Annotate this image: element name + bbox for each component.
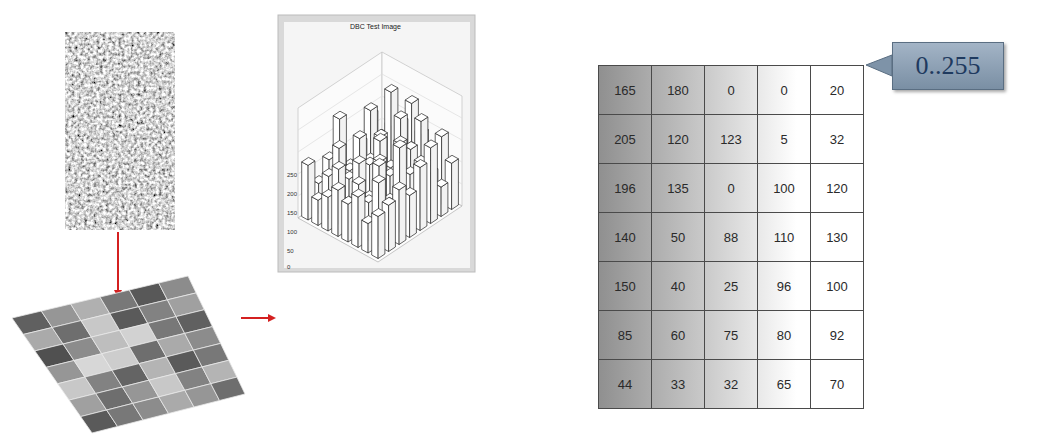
bar-top [352,177,365,185]
table-cell: 20 [810,65,864,115]
table-cell: 65 [757,359,811,409]
table-cell: 180 [651,65,705,115]
bar-face [362,220,368,253]
bar-top [414,160,427,168]
axis-tick: 50 [287,248,294,254]
axis-tick: 0 [287,264,290,270]
bar-face [452,159,459,210]
chart-plot [284,22,470,268]
bar-top [374,133,387,141]
table-cell: 32 [704,359,758,409]
bar-face [322,194,328,231]
bar-face [441,183,448,217]
table-cell: 44 [598,359,652,409]
callout-text: 0..255 [916,51,981,81]
table-cell: 50 [651,212,705,262]
bar-top [352,189,365,197]
table-cell: 130 [810,212,864,262]
bar-top [415,114,428,122]
bar-face [372,213,378,259]
bar-top [372,209,385,217]
axis-tick: 100 [287,229,297,235]
bar-face [431,143,438,223]
bar-top [353,156,366,164]
red-arrow [241,317,274,319]
grid-cell [211,377,245,400]
table-cell: 205 [598,114,652,164]
bar-top [302,157,315,165]
bar-face [420,163,427,231]
bar-face [399,185,406,244]
table-cell: 92 [810,310,864,360]
table-cell: 100 [810,261,864,311]
chart-title: DBC Test Image [350,23,401,30]
bar-top [333,141,346,149]
table-cell: 165 [598,65,652,115]
table-cell: 60 [651,310,705,360]
table-background [598,65,863,408]
table-cell: 33 [651,359,705,409]
bar-top [333,111,346,119]
texture-image [65,32,175,230]
bar-face [312,197,318,226]
bar-top [372,175,385,183]
table-cell: 150 [598,261,652,311]
bar-top [385,84,398,92]
bar-top [393,140,406,148]
callout-pointer [866,55,892,76]
chart-gridline [298,74,462,130]
bar-top [435,129,448,137]
axis-tick: 200 [287,191,297,197]
bar-top [394,111,407,119]
table-cell: 32 [810,114,864,164]
bar-top [405,96,418,104]
bar-face [352,194,358,248]
bar-top [393,182,406,190]
bar-face [302,162,308,220]
table-cell: 0 [704,163,758,213]
bar-top [332,182,345,190]
bar-top [353,131,366,139]
red-arrow [117,232,119,296]
axis-tick: 150 [287,210,297,216]
bar-face [342,201,348,242]
table-cell: 40 [651,261,705,311]
table-cell: 88 [704,212,758,262]
table-cell: 0 [757,65,811,115]
table-cell: 75 [704,310,758,360]
table-cell: 120 [810,163,864,213]
chart-frame [278,15,475,272]
bar-face [389,201,396,252]
table-cell: 120 [651,114,705,164]
bar-face [378,212,385,259]
bar-top [382,197,395,205]
bar-chart-3d [298,52,462,262]
bar-top [373,158,386,166]
table-cell: 110 [757,212,811,262]
table-cell: 100 [757,163,811,213]
table-cell: 140 [598,212,652,262]
table-cell: 5 [757,114,811,164]
table-cell: 80 [757,310,811,360]
bar-top [332,161,345,169]
bar-top [364,103,377,111]
axis-tick: 250 [287,172,297,178]
table-cell: 123 [704,114,758,164]
bar-face [410,191,417,238]
table-cell: 85 [598,310,652,360]
bar-face [332,187,338,237]
tilted-gray-grid [12,276,245,433]
table-cell: 196 [598,163,652,213]
table-cell: 96 [757,261,811,311]
table-cell: 25 [704,261,758,311]
table-cell: 70 [810,359,864,409]
table-cell: 0 [704,65,758,115]
callout-box: 0..255 [892,42,1004,90]
bar-top [445,155,458,163]
bar-top [424,140,437,148]
table-cell: 135 [651,163,705,213]
